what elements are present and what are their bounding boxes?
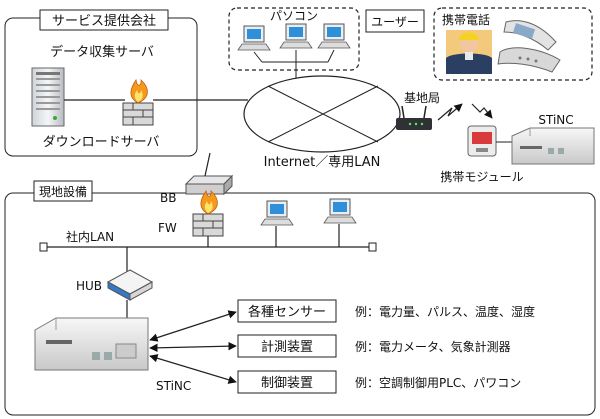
device-name: 計測装置	[261, 339, 313, 355]
bb-modem-icon	[184, 174, 234, 196]
device-box	[237, 299, 337, 323]
mobile-module-label: 携帯モジュール	[440, 169, 523, 184]
fw-label: FW	[158, 221, 177, 235]
site-label-box	[33, 180, 93, 202]
base-station-label: 基地局	[404, 91, 440, 105]
server-icon	[31, 67, 65, 127]
network-label: Internet／専用LAN	[264, 155, 381, 170]
pc-icon	[279, 23, 313, 49]
device-box	[237, 334, 337, 358]
pc-icon	[323, 198, 357, 224]
stinc-remote-label: STiNC	[538, 113, 573, 127]
device-box	[237, 370, 337, 394]
service-provider-label-box	[39, 9, 169, 31]
firewall-icon	[122, 78, 154, 126]
stinc-device-icon	[34, 317, 149, 371]
download-server-label: ダウンロードサーバ	[43, 135, 160, 150]
pc-icon	[237, 25, 271, 51]
stinc-device-icon	[511, 127, 595, 165]
wireless-signal	[437, 103, 463, 121]
person-icon	[446, 30, 492, 74]
wireless-signal	[471, 103, 493, 119]
bb-label: BB	[160, 191, 176, 205]
pc-icon	[317, 23, 351, 49]
service-provider-label: サービス提供会社	[52, 13, 156, 29]
data-server-label: データ収集サーバ	[50, 44, 154, 60]
flip-phone-icon	[497, 20, 561, 73]
pc-icon	[260, 200, 294, 226]
site-label: 現地設備	[39, 184, 87, 199]
device-example: 例：電力メータ、気象計測器	[355, 339, 511, 354]
mobile-module-icon	[467, 125, 497, 157]
device-example: 例：電力量、パルス、温度、湿度	[355, 304, 535, 319]
mobile-label: 携帯電話	[442, 12, 490, 27]
user-label-box	[365, 9, 425, 33]
device-name: 各種センサー	[248, 304, 326, 320]
base-station-icon	[396, 105, 432, 130]
device-name: 制御装置	[261, 376, 313, 391]
mobile-group-box	[433, 7, 593, 81]
pc-group-box	[228, 7, 360, 71]
hub-icon	[106, 269, 154, 301]
user-label: ユーザー	[371, 15, 419, 29]
lan-label: 社内LAN	[66, 229, 114, 244]
device-example: 例：空調制御用PLC、パワコン	[355, 375, 521, 390]
site-box	[4, 192, 596, 416]
network-ellipse	[243, 75, 401, 153]
stinc-label: STiNC	[156, 379, 191, 393]
pc-label: パソコン	[270, 9, 318, 23]
firewall-icon	[192, 189, 224, 237]
hub-label: HUB	[76, 279, 102, 293]
